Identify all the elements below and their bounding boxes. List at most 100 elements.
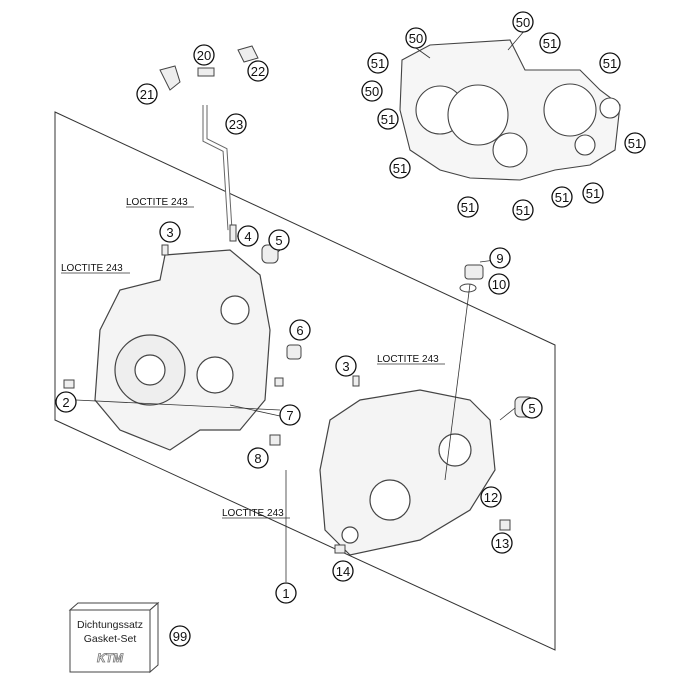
- callout-51: 51: [624, 132, 646, 154]
- callout-12: 12: [480, 486, 502, 508]
- callout-circle: [377, 108, 399, 130]
- callout-number: 9: [496, 251, 503, 266]
- callout-circle: [405, 27, 427, 49]
- callout-circle: [512, 11, 534, 33]
- callout-51: 51: [457, 196, 479, 218]
- callout-51: 51: [377, 108, 399, 130]
- callout-50: 50: [405, 27, 427, 49]
- callout-number: 10: [492, 277, 506, 292]
- callout-5: 5: [268, 229, 290, 251]
- callout-number: 51: [516, 203, 530, 218]
- callout-6: 6: [289, 319, 311, 341]
- callout-number: 51: [543, 36, 557, 51]
- callout-number: 20: [197, 48, 211, 63]
- callout-circle: [247, 447, 269, 469]
- callout-circle: [457, 196, 479, 218]
- callout-circle: [361, 80, 383, 102]
- loctite-label: LOCTITE 243: [222, 508, 284, 519]
- callout-51: 51: [512, 199, 534, 221]
- right-engine-case: [319, 389, 496, 556]
- callout-9: 9: [489, 247, 511, 269]
- callout-number: 4: [244, 229, 251, 244]
- loctite-label: LOCTITE 243: [61, 263, 123, 274]
- callout-13: 13: [491, 532, 513, 554]
- callout-8: 8: [247, 447, 269, 469]
- callout-number: 51: [555, 190, 569, 205]
- callout-number: 3: [342, 359, 349, 374]
- callout-circle: [136, 83, 158, 105]
- callout-circle: [225, 113, 247, 135]
- callout-number: 51: [628, 136, 642, 151]
- callout-number: 50: [516, 15, 530, 30]
- callout-circle: [551, 186, 573, 208]
- callout-number: 14: [336, 564, 350, 579]
- callout-circle: [247, 60, 269, 82]
- loctite-label: LOCTITE 243: [377, 354, 439, 365]
- callout-circle: [169, 625, 191, 647]
- engine-case-top-view: [399, 39, 621, 181]
- callout-51: 51: [367, 52, 389, 74]
- callout-number: 51: [393, 161, 407, 176]
- callout-number: 23: [229, 117, 243, 132]
- callout-number: 50: [365, 84, 379, 99]
- callout-20: 20: [193, 44, 215, 66]
- small-parts: [63, 45, 534, 554]
- callout-number: 21: [140, 87, 154, 102]
- callout-number: 13: [495, 536, 509, 551]
- callout-number: 22: [251, 64, 265, 79]
- loctite-label: LOCTITE 243: [126, 197, 188, 208]
- callout-10: 10: [488, 273, 510, 295]
- loctite-labels: LOCTITE 243 LOCTITE 243 LOCTITE 243 LOCT…: [61, 197, 445, 519]
- callout-circle: [488, 273, 510, 295]
- callout-7: 7: [279, 404, 301, 426]
- gasket-set-label-de: Dichtungssatz: [77, 619, 143, 631]
- callout-51: 51: [389, 157, 411, 179]
- callout-number: 51: [603, 56, 617, 71]
- callout-circle: [489, 247, 511, 269]
- callout-circle: [289, 319, 311, 341]
- callout-number: 1: [282, 586, 289, 601]
- gasket-set-box: Dichtungssatz Gasket-Set KTM: [68, 601, 160, 674]
- callout-number: 50: [409, 31, 423, 46]
- callout-circle: [539, 32, 561, 54]
- callout-circle: [521, 397, 543, 419]
- callout-number: 8: [254, 451, 261, 466]
- callout-23: 23: [225, 113, 247, 135]
- callout-number: 51: [381, 112, 395, 127]
- callout-4: 4: [237, 225, 259, 247]
- callout-51: 51: [582, 182, 604, 204]
- callout-circle: [624, 132, 646, 154]
- callout-50: 50: [512, 11, 534, 33]
- callout-circle: [279, 404, 301, 426]
- callout-50: 50: [361, 80, 383, 102]
- callout-14: 14: [332, 560, 354, 582]
- callout-circle: [332, 560, 354, 582]
- callout-number: 5: [528, 401, 535, 416]
- callout-circle: [55, 391, 77, 413]
- callout-number: 51: [371, 56, 385, 71]
- callout-circle: [512, 199, 534, 221]
- callout-number: 12: [484, 490, 498, 505]
- ktm-logo: KTM: [97, 651, 124, 665]
- callout-circle: [480, 486, 502, 508]
- callout-circle: [275, 582, 297, 604]
- callout-circle: [367, 52, 389, 74]
- callout-21: 21: [136, 83, 158, 105]
- callout-number: 2: [62, 395, 69, 410]
- callout-51: 51: [551, 186, 573, 208]
- callout-circle: [599, 52, 621, 74]
- callout-circle: [582, 182, 604, 204]
- assembly-plane: [54, 111, 556, 651]
- callout-number: 3: [166, 225, 173, 240]
- callout-number: 51: [586, 186, 600, 201]
- callout-number: 7: [286, 408, 293, 423]
- left-engine-case: [94, 249, 271, 451]
- callout-3: 3: [159, 221, 181, 243]
- callout-circle: [491, 532, 513, 554]
- callout-51: 51: [539, 32, 561, 54]
- callout-51: 51: [599, 52, 621, 74]
- callout-circle: [159, 221, 181, 243]
- callout-5: 5: [521, 397, 543, 419]
